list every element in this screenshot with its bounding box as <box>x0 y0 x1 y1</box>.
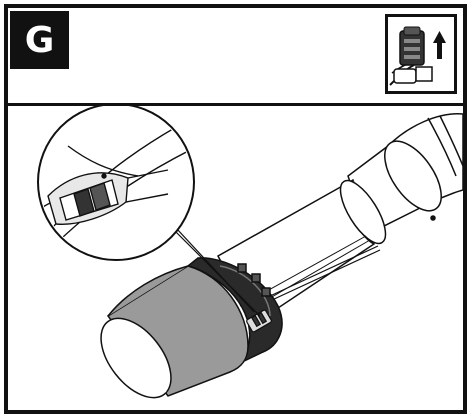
blower-diagram <box>37 106 463 399</box>
battery-remove-thumbnail <box>385 14 457 94</box>
blower-body <box>347 113 463 236</box>
step-letter-badge: G <box>10 11 69 69</box>
battery-remove-icon <box>389 26 446 86</box>
panel-header: G <box>8 8 463 106</box>
nozzle <box>100 265 249 399</box>
arrow-up-icon <box>433 31 446 59</box>
latch-detail-callout <box>37 106 195 261</box>
blower-illustration <box>8 106 463 410</box>
latch-rod <box>269 245 379 297</box>
instruction-panel: G <box>4 4 467 414</box>
